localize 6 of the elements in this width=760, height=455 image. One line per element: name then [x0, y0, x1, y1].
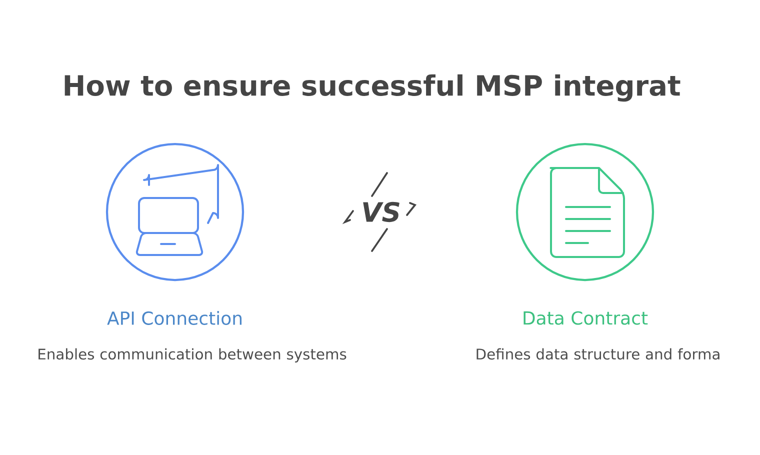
description: Enables communication between systems	[38, 348, 346, 362]
versus-sign: VS	[342, 172, 417, 252]
heading: API Connection	[107, 311, 242, 325]
description: Defines data structure and forma	[476, 348, 720, 360]
heading: Data Contract	[524, 311, 648, 325]
title: How to ensure successful MSP integrat	[64, 74, 680, 102]
